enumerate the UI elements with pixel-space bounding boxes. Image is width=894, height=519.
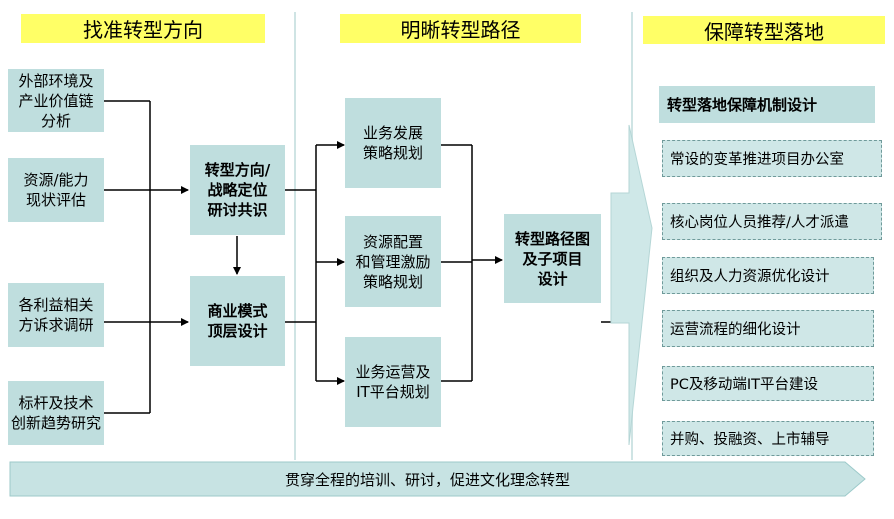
- guarantee-item-label: 运营流程的细化设计: [670, 322, 801, 338]
- guarantee-item-it-platform: PC及移动端IT平台建设: [662, 366, 874, 401]
- analysis-box-environment: 外部环境及 产业价值链 分析: [8, 69, 104, 132]
- footer-banner: 贯穿全程的培训、研讨，促进文化理念转型: [10, 462, 845, 496]
- box-line: 分析: [40, 111, 71, 130]
- box-line: 资源配置: [362, 232, 423, 251]
- footer-text: 贯穿全程的培训、研讨，促进文化理念转型: [284, 470, 570, 489]
- box-line: 商业模式: [207, 302, 268, 320]
- transition-arrow: [610, 124, 653, 446]
- guarantee-item-label: 核心岗位人员推荐/人才派遣: [670, 215, 849, 231]
- strategy-box-resources: 资源配置 和管理激励 策略规划: [345, 216, 441, 307]
- guarantee-item-label: 并购、投融资、上市辅导: [670, 432, 830, 448]
- strategy-box-operations: 业务运营及 IT平台规划: [345, 337, 441, 427]
- roadmap-box: 转型路径图 及子项目 设计: [504, 214, 601, 303]
- guarantee-item-label: 常设的变革推进项目办公室: [670, 152, 844, 168]
- phase-title: 保障转型落地: [704, 19, 824, 44]
- box-line: 转型方向/: [204, 161, 271, 179]
- guarantee-item-label: PC及移动端IT平台建设: [670, 377, 819, 393]
- box-line: 产业价值链: [18, 91, 94, 110]
- footer-banner-arrow: [9, 461, 866, 497]
- box-line: 业务发展: [362, 124, 423, 142]
- box-line: 资源/能力: [23, 171, 89, 189]
- box-line: 外部环境及: [18, 71, 94, 90]
- guarantee-item-label: 组织及人力资源优化设计: [670, 269, 830, 285]
- guarantee-item-process: 运营流程的细化设计: [662, 310, 874, 347]
- box-line: 策略规划: [362, 272, 423, 291]
- analysis-box-stakeholders: 各利益相关 方诉求调研: [8, 283, 104, 347]
- column-divider-1: [294, 12, 296, 460]
- phase-header-direction: 找准转型方向: [21, 14, 265, 43]
- box-line: 业务运营及: [355, 363, 431, 381]
- strategy-box-business: 业务发展 策略规划: [345, 98, 441, 188]
- guarantee-item-organization: 组织及人力资源优化设计: [662, 257, 874, 294]
- box-line: 顶层设计: [207, 322, 268, 340]
- analysis-box-capability: 资源/能力 现状评估: [8, 158, 104, 222]
- box-line: 及子项目: [522, 249, 583, 268]
- box-line: 战略定位: [207, 181, 268, 199]
- direction-consensus-box: 转型方向/ 战略定位 研讨共识: [190, 145, 285, 235]
- box-line: 和管理激励: [355, 252, 431, 271]
- analysis-box-benchmark: 标杆及技术 创新趋势研究: [8, 381, 104, 445]
- guarantee-title-box: 转型落地保障机制设计: [659, 86, 875, 123]
- phase-title: 找准转型方向: [83, 18, 203, 42]
- phase-title: 明晰转型路径: [400, 18, 521, 42]
- box-line: 方诉求调研: [18, 316, 94, 334]
- box-line: 标杆及技术: [18, 394, 94, 412]
- guarantee-item-talent: 核心岗位人员推荐/人才派遣: [662, 203, 882, 240]
- phase-header-path: 明晰转型路径: [340, 14, 581, 43]
- box-line: 设计: [537, 269, 568, 288]
- guarantee-item-pmo: 常设的变革推进项目办公室: [662, 140, 882, 177]
- box-line: 创新趋势研究: [10, 414, 101, 432]
- box-line: 研讨共识: [207, 201, 268, 219]
- guarantee-title: 转型落地保障机制设计: [667, 95, 818, 114]
- box-line: 转型路径图: [514, 229, 590, 248]
- business-model-box: 商业模式 顶层设计: [190, 276, 285, 366]
- guarantee-item-finance: 并购、投融资、上市辅导: [662, 421, 874, 456]
- box-line: 现状评估: [25, 191, 86, 209]
- box-line: 各利益相关: [18, 296, 94, 314]
- box-line: 策略规划: [362, 144, 423, 162]
- phase-header-guarantee: 保障转型落地: [643, 16, 885, 44]
- box-line: IT平台规划: [356, 383, 430, 401]
